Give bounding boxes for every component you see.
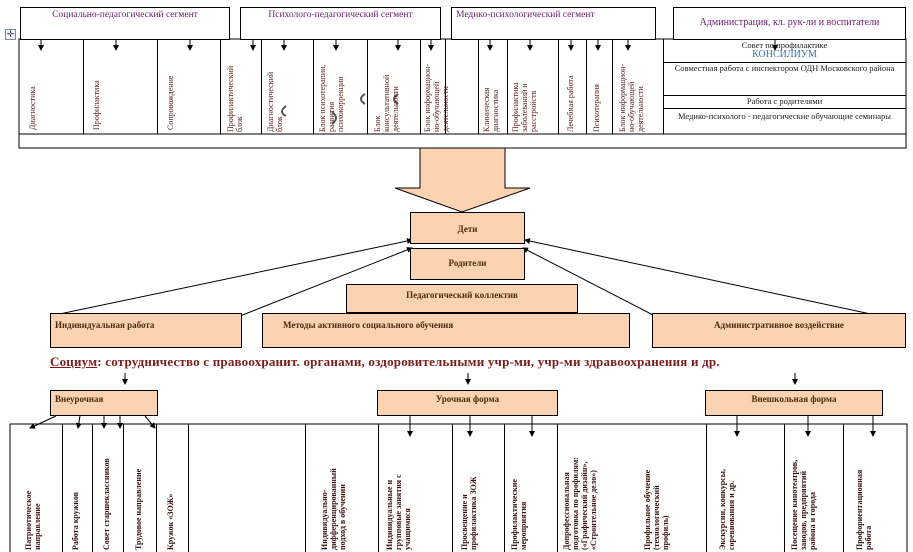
children-box: Дети bbox=[410, 212, 525, 244]
bottom-col-9: Профилактические мероприятия bbox=[510, 479, 528, 550]
admin-council: Совет по профилактике bbox=[741, 40, 828, 50]
admin-influence-label: Административное воздействие bbox=[714, 320, 844, 330]
segment-social: Социально-педагогический сегмент bbox=[20, 7, 230, 40]
admin-konsilium: КОНСИЛИУМ bbox=[752, 49, 817, 60]
bottom-col-4: Трудовое направление bbox=[134, 468, 143, 550]
top-col-11: Лечебная работа bbox=[566, 75, 575, 132]
top-col-8: Блок информацион- но-обучающей деятельно… bbox=[423, 63, 450, 132]
form-outside-label: Внешкольная форма bbox=[751, 394, 837, 404]
segment-admin: Администрация, кл. рук-ли и воспитатели bbox=[673, 7, 906, 40]
bottom-col-7: Индивидуальные и групповые занятия с уча… bbox=[385, 474, 412, 550]
top-col-12: Психотерапия bbox=[592, 84, 601, 132]
collective-label: Педагогический коллектив bbox=[406, 290, 518, 300]
form-extra-label: Внеурочная bbox=[55, 394, 104, 404]
bottom-col-8: Просвещение и профилактика ЗОЖ bbox=[460, 476, 478, 550]
top-col-5: Диагностический блок bbox=[266, 71, 284, 132]
bottom-col-11: Профильное обучение (технологический про… bbox=[643, 469, 670, 550]
top-col-4: Профилактический блок bbox=[226, 65, 244, 132]
bottom-col-13: Посещение кинотеатров, заводов, предприя… bbox=[790, 459, 817, 550]
segment-psych: Психолого-педагогический сегмент bbox=[240, 7, 441, 40]
segment-social-label: Социально-педагогический сегмент bbox=[52, 10, 198, 20]
segment-medical: Медико-психологический сегмент bbox=[451, 7, 656, 40]
move-handle-icon[interactable]: ✛ bbox=[5, 29, 16, 40]
bottom-col-14: Профориентационная работа bbox=[855, 469, 873, 550]
top-col-9: Клиническая диагностика bbox=[482, 87, 500, 133]
parents-label: Родители bbox=[448, 258, 487, 268]
bottom-col-1: Патриотическое направление bbox=[24, 490, 42, 550]
admin-parents: Работа с родителями bbox=[746, 96, 823, 106]
top-col-10: Профилактика заболеваний и расстройств bbox=[511, 82, 538, 132]
active-methods-label: Методы активного социального обучения bbox=[283, 320, 454, 330]
top-col-7: Блок консультативной деятельности bbox=[373, 74, 400, 132]
segment-admin-label: Администрация, кл. рук-ли и воспитатели bbox=[699, 17, 880, 28]
segment-medical-label: Медико-психологический сегмент bbox=[456, 10, 595, 20]
top-col-2: Профилактика bbox=[92, 80, 101, 130]
individual-box: Индивидуальная работа bbox=[50, 313, 242, 348]
top-col-1: Диагностика bbox=[28, 86, 37, 130]
socium-text: : сотрудничество с правоохранит. органам… bbox=[97, 354, 720, 369]
top-col-13: Блок информацион- но-обучающей деятельно… bbox=[618, 63, 645, 132]
admin-influence-box: Административное воздействие bbox=[652, 313, 906, 348]
parents-box: Родители bbox=[410, 248, 525, 280]
socium-label: Социум bbox=[50, 354, 98, 369]
socium-line: Социум: сотрудничество с правоохранит. о… bbox=[50, 354, 910, 372]
bottom-col-6: Индивидуально- дифференцированный подход… bbox=[320, 468, 347, 550]
children-label: Дети bbox=[457, 224, 478, 234]
top-col-3: Сопровождение bbox=[166, 75, 175, 130]
active-methods-box: Методы активного социального обучения bbox=[262, 313, 630, 348]
admin-seminars: Медико-психолого - педагогические обучаю… bbox=[677, 111, 891, 121]
segment-psych-label: Психолого-педагогический сегмент bbox=[268, 10, 413, 20]
form-lesson-box: Урочная форма bbox=[377, 390, 558, 416]
top-col-6: Блок психотерапии, развития психокоррекц… bbox=[318, 64, 345, 132]
individual-label: Индивидуальная работа bbox=[55, 320, 155, 330]
form-lesson-label: Урочная форма bbox=[435, 394, 500, 404]
form-extra-box: Внеурочная bbox=[50, 390, 158, 416]
bottom-col-12: Экскурсии, конкурсы, соревнования и др. bbox=[718, 469, 736, 550]
admin-odn: Совместная работа с инспектором ОДН Моск… bbox=[674, 63, 895, 73]
form-outside-box: Внешкольная форма bbox=[705, 390, 883, 416]
bottom-col-2: Работа кружков bbox=[71, 492, 80, 550]
collective-box: Педагогический коллектив bbox=[346, 284, 578, 313]
bottom-col-5: Кружок «ЗОЖ» bbox=[166, 493, 175, 550]
bottom-col-10: Допрофессиональная подготовка по профиля… bbox=[562, 457, 598, 550]
bottom-col-3: Совет старшеклассников bbox=[102, 458, 111, 550]
